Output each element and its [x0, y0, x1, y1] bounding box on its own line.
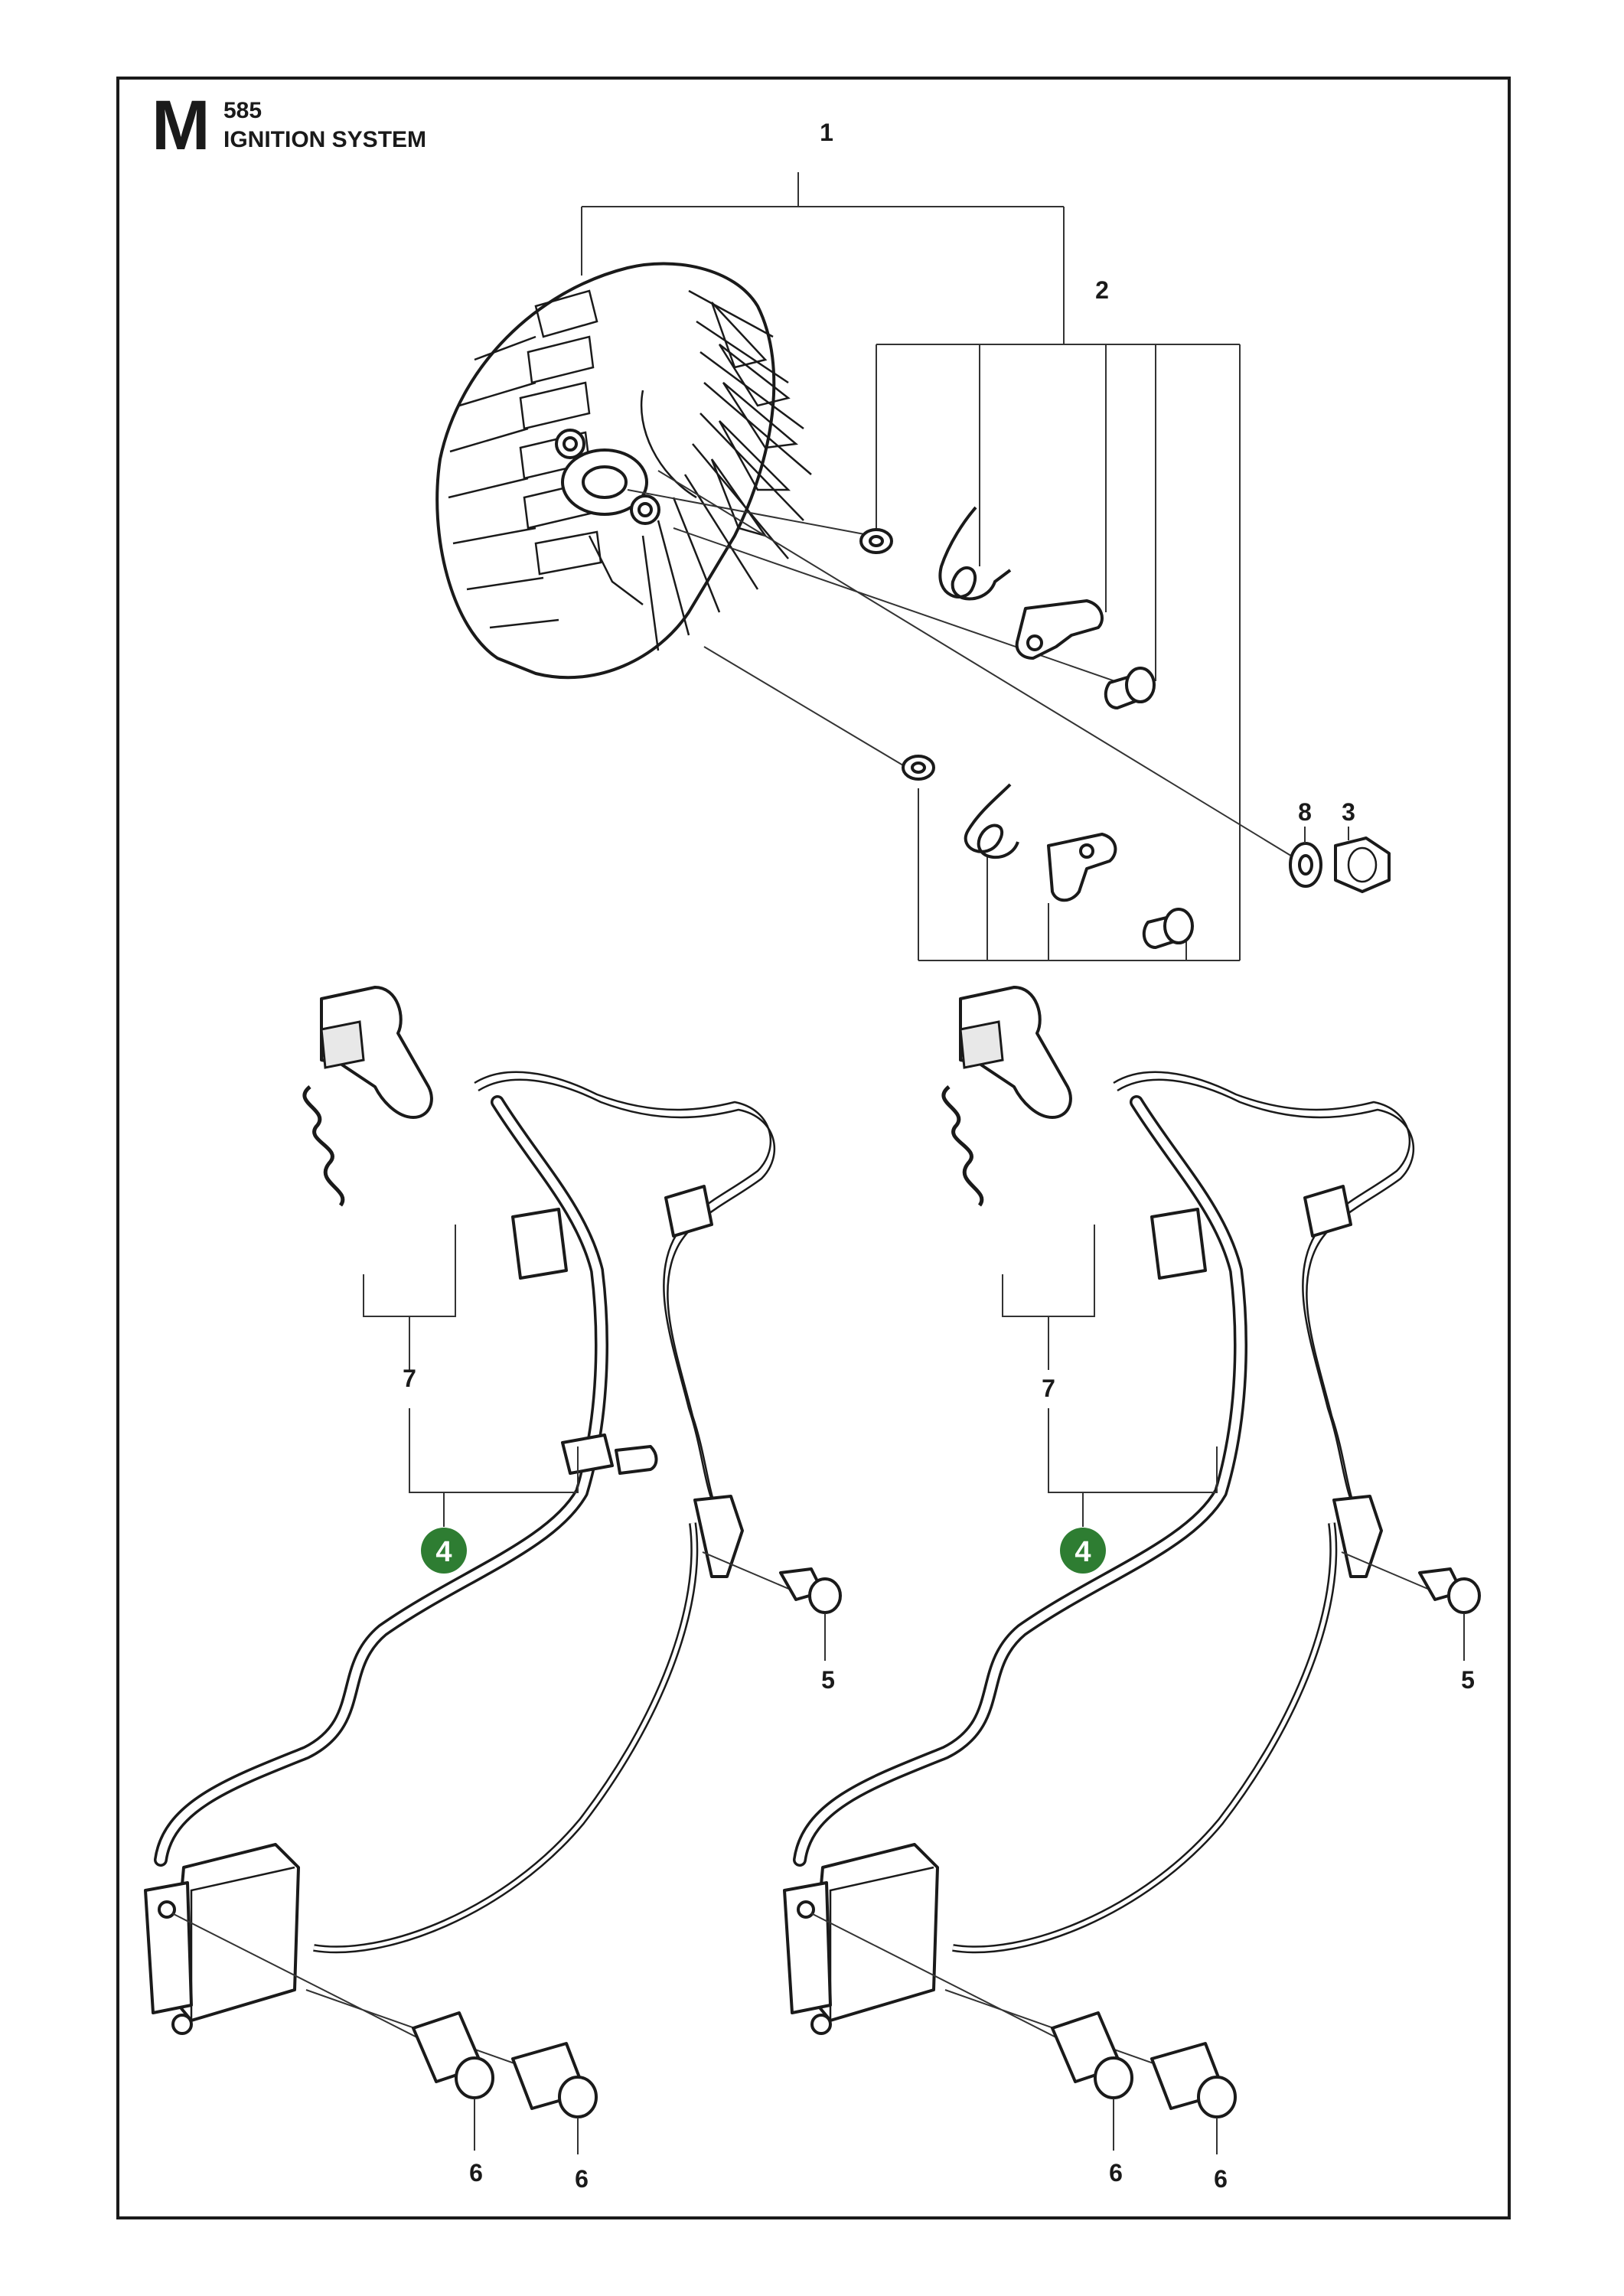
flywheel-drawing [435, 262, 812, 680]
callout-4-left: 4 [435, 1536, 452, 1568]
callout-6-left-a: 6 [469, 2159, 483, 2187]
callout-4-right-badge: 4 [1060, 1528, 1106, 1574]
callout-5-right: 5 [1461, 1666, 1475, 1694]
model-code: 585 [223, 98, 263, 123]
callout-4-right: 4 [1075, 1536, 1091, 1568]
lower-pawl-kit-drawing [902, 755, 1194, 949]
callout-7-left: 7 [403, 1365, 416, 1392]
screw-5-right-drawing [1418, 1567, 1481, 1614]
callout-1: 1 [820, 119, 833, 146]
ignition-module-right-drawing [783, 986, 1415, 2035]
screw-6-left-a-drawing [412, 2011, 494, 2099]
screw-6-right-a-drawing [1051, 2011, 1133, 2099]
callout-8: 8 [1298, 798, 1312, 826]
callout-4-left-badge: 4 [421, 1528, 467, 1574]
screw-5-left-drawing [779, 1567, 842, 1614]
screw-6-left-b-drawing [511, 2042, 598, 2118]
section-title: IGNITION SYSTEM [223, 127, 427, 152]
screw-6-right-b-drawing [1150, 2042, 1237, 2118]
callout-2: 2 [1095, 276, 1109, 304]
callout-3: 3 [1342, 798, 1355, 826]
upper-pawl-kit-drawing [859, 506, 1156, 709]
callout-6-left-b: 6 [575, 2165, 589, 2193]
ignition-module-left-drawing [144, 986, 776, 2035]
callout-5-left: 5 [821, 1666, 835, 1694]
nut-drawing [1334, 837, 1391, 893]
section-letter: M [152, 86, 210, 165]
callout-7-right: 7 [1042, 1375, 1055, 1402]
callout-6-right-b: 6 [1214, 2165, 1228, 2193]
page-frame [116, 77, 1511, 2219]
washer-drawing [1289, 842, 1322, 888]
callout-6-right-a: 6 [1109, 2159, 1123, 2187]
